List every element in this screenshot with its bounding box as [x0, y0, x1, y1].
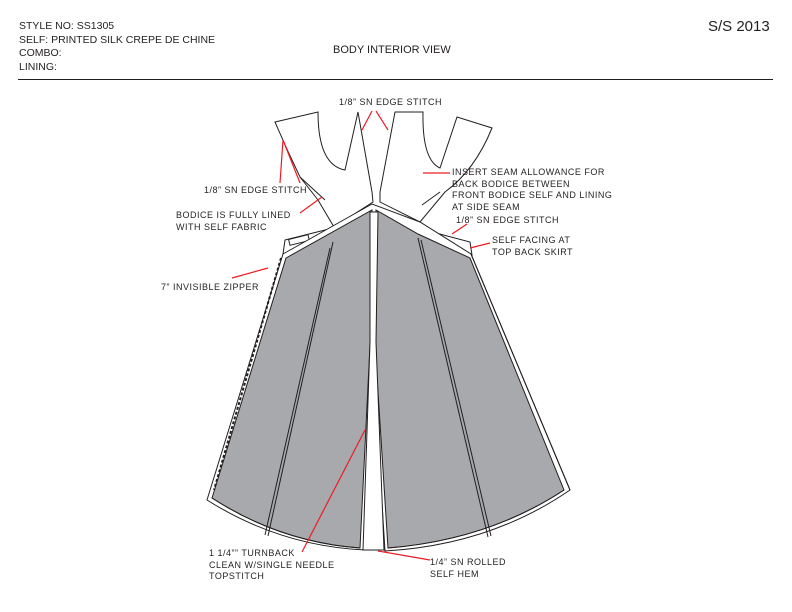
callout-left-edge-stitch: 1/8” SN EDGE STITCH [204, 185, 308, 195]
view-title: BODY INTERIOR VIEW [333, 44, 451, 56]
leader-self-facing [469, 242, 491, 249]
side-seam-right [470, 253, 571, 491]
callout-top-edge-stitch: 1/8” SN EDGE STITCH [339, 97, 443, 107]
seam-right-2 [420, 239, 492, 537]
combo-fabric: COMBO: [19, 47, 62, 59]
seam-left-2 [267, 241, 334, 537]
hem-line-right [387, 489, 565, 549]
lining-panel-right [374, 209, 565, 549]
season: S/S 2013 [708, 18, 770, 35]
bodice-seam-left [299, 176, 326, 201]
zipper [213, 257, 282, 491]
callout-zipper: 7” INVISIBLE ZIPPER [161, 282, 260, 292]
leader-bodice-lined [299, 196, 323, 214]
callout-rolled-hem: 1/4” SN ROLLED SELF HEM [430, 557, 507, 579]
callout-right-edge-stitch: 1/8” SN EDGE STITCH [456, 215, 560, 225]
bodice-seam-right [421, 191, 441, 206]
leader-top-stitch [361, 110, 389, 131]
header-rule [18, 79, 773, 80]
callout-turnback: 1 1/4”” TURNBACK CLEAN W/SINGLE NEEDLE T… [209, 548, 335, 581]
leader-turnback [301, 429, 366, 553]
callout-self-facing: SELF FACING AT TOP BACK SKIRT [492, 235, 574, 257]
zipper-tab [287, 234, 311, 246]
style-number: STYLE NO: SS1305 [19, 20, 115, 32]
leader-zipper [231, 267, 269, 279]
seam-right-1 [417, 237, 489, 538]
callout-bodice-lined: BODICE IS FULLY LINED WITH SELF FABRIC [176, 210, 291, 232]
callout-insert-seam: INSERT SEAM ALLOWANCE FOR BACK BODICE BE… [452, 167, 613, 212]
leader-right-stitch [451, 223, 468, 235]
turnback-band [362, 211, 385, 551]
lining-fabric: LINING: [19, 60, 57, 73]
lining-panel-left [211, 209, 373, 549]
hem-line [211, 497, 361, 549]
header-meta: STYLE NO: SS1305 SELF: PRINTED SILK CREP… [19, 20, 215, 74]
leader-left-stitch [279, 139, 301, 184]
leader-rolled-hem [377, 550, 431, 561]
seam-left-1 [264, 247, 331, 536]
self-fabric: SELF: PRINTED SILK CREPE DE CHINE [19, 33, 216, 46]
right-bodice [379, 111, 493, 223]
